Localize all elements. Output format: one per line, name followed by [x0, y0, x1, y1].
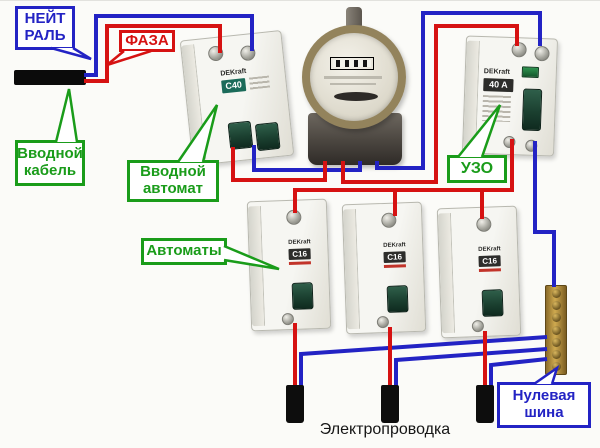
neutral-bus-line1: Нулевая: [512, 387, 576, 405]
input-cable-line1: Вводной: [17, 145, 83, 163]
breakers-callout: Автоматы: [141, 238, 227, 265]
diagram-caption: Электропроводка: [319, 421, 451, 438]
rcd-callout: УЗО: [447, 155, 507, 183]
rcd-callout-text: УЗО: [460, 160, 494, 178]
input-breaker-line1: Вводной: [140, 163, 206, 181]
neutral-wires: [84, 11, 556, 391]
breakers-callout-text: Автоматы: [146, 242, 222, 260]
neutral-callout-line2: РАЛЬ: [24, 27, 66, 44]
neutral-bus-callout: Нулевая шина: [497, 382, 591, 428]
input-cable-callout: Вводной кабель: [15, 140, 85, 186]
phase-wires: [84, 24, 519, 391]
phase-callout-text: ФАЗА: [125, 31, 169, 49]
outgoing-cable-2: [381, 385, 399, 423]
neutral-callout-line1: НЕЙТ: [24, 10, 66, 28]
input-cable-line2: кабель: [23, 162, 77, 179]
neutral-callout: НЕЙТ РАЛЬ: [15, 6, 75, 50]
outgoing-cable-1: [286, 385, 304, 423]
neutral-bus-line2: шина: [524, 404, 564, 421]
input-breaker-callout: Вводной автомат: [127, 160, 219, 202]
input-breaker-line2: автомат: [142, 180, 204, 197]
phase-callout: ФАЗА: [119, 30, 175, 52]
meter-disc-window: [334, 92, 378, 101]
meter-counter: [330, 57, 374, 70]
outgoing-cable-3: [476, 385, 494, 423]
input-cable: [14, 70, 86, 85]
meter-seal-knob: [346, 7, 362, 29]
